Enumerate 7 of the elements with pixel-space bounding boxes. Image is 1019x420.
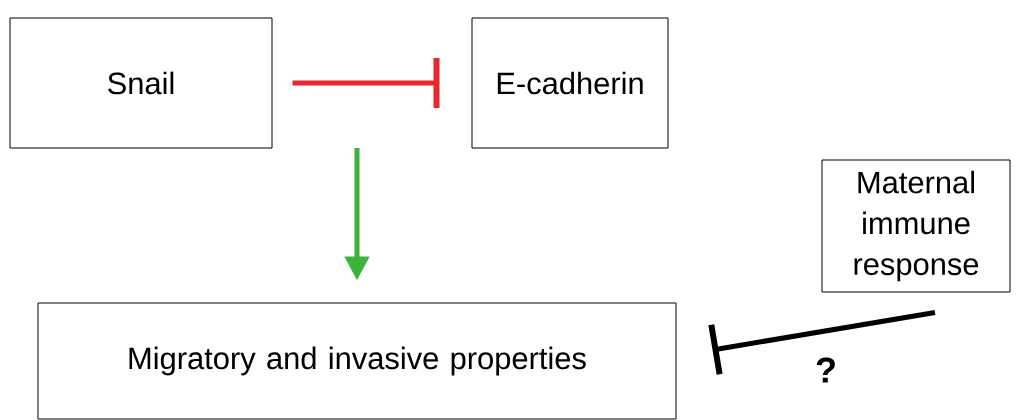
text-box: Snail: [9, 17, 273, 149]
text-box: Maternal immune response: [821, 159, 1011, 293]
inhibition-line: [292, 58, 440, 108]
inhibition-line: [708, 310, 936, 375]
text-box: E-cadherin: [471, 17, 669, 149]
edge-label: ?: [816, 357, 835, 383]
text-box: Migratory and invasive properties: [37, 302, 677, 420]
